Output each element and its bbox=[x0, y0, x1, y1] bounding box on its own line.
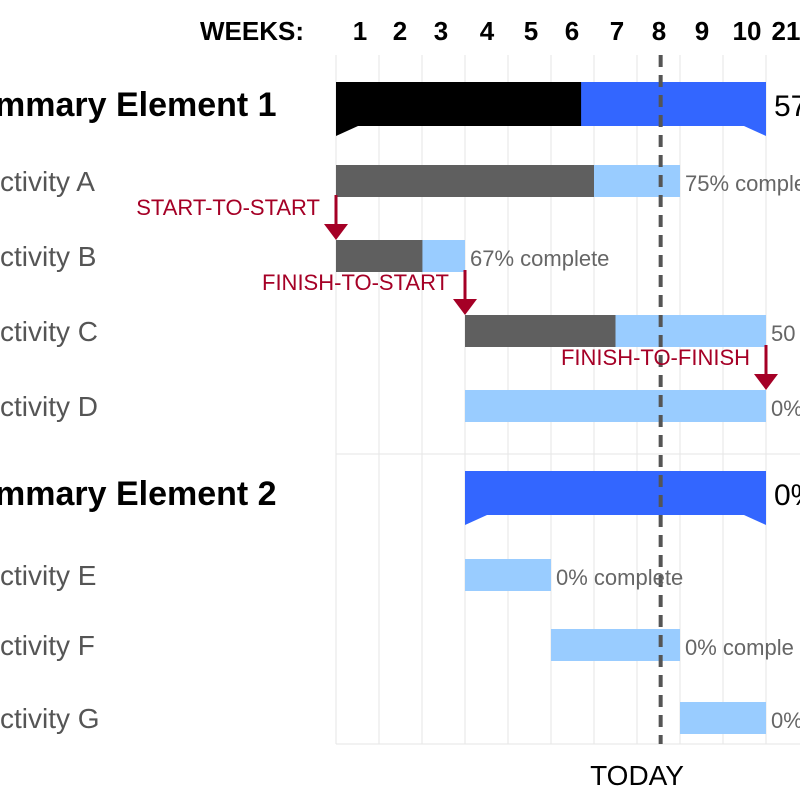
week-tick-label: 6 bbox=[565, 16, 579, 46]
week-tick-label: 1 bbox=[353, 16, 367, 46]
week-tick-label: 5 bbox=[524, 16, 538, 46]
summary-label-0: mmary Element 1 bbox=[0, 86, 277, 124]
summary-bar-complete bbox=[336, 82, 582, 126]
activity-percent-label: 0% bbox=[771, 708, 800, 733]
activity-bar-complete bbox=[336, 165, 594, 197]
activity-bar-remaining bbox=[680, 702, 766, 734]
activity-label-7: ctivity F bbox=[0, 630, 95, 661]
summary-label-5: mmary Element 2 bbox=[0, 475, 277, 513]
summary-percent-label: 0% bbox=[774, 479, 800, 512]
dependency-label: START-TO-START bbox=[136, 195, 320, 220]
today-label: TODAY bbox=[590, 760, 684, 791]
activity-label-8: ctivity G bbox=[0, 703, 100, 734]
week-tick-label: 3 bbox=[434, 16, 448, 46]
activity-bar-remaining bbox=[465, 390, 766, 422]
activity-label-6: ctivity E bbox=[0, 560, 96, 591]
activity-percent-label: 75% comple bbox=[685, 171, 800, 196]
dependency-arrows bbox=[324, 195, 778, 390]
summary-bar-remaining bbox=[465, 471, 766, 515]
summary-bracket-right bbox=[744, 515, 766, 525]
summary-bracket-left bbox=[336, 126, 358, 136]
activity-label-1: ctivity A bbox=[0, 166, 95, 197]
activity-percent-label: 67% complete bbox=[470, 246, 609, 271]
activity-label-4: ctivity D bbox=[0, 391, 98, 422]
week-tick-label: 10 bbox=[733, 16, 762, 46]
dependency-arrow-head bbox=[324, 224, 348, 240]
activity-label-3: ctivity C bbox=[0, 316, 98, 347]
weeks-axis-label: WEEKS: bbox=[200, 16, 304, 46]
week-tick-label: 4 bbox=[480, 16, 495, 46]
activity-bar-complete bbox=[465, 315, 616, 347]
summary-percent-label: 57 bbox=[774, 90, 800, 123]
dependency-arrow-head bbox=[453, 299, 477, 315]
week-tick-label: 8 bbox=[652, 16, 666, 46]
summary-bracket-left bbox=[465, 515, 487, 525]
activity-bar-remaining bbox=[551, 629, 680, 661]
activity-bar-remaining bbox=[465, 559, 551, 591]
week-tick-label: 7 bbox=[610, 16, 624, 46]
activity-percent-label: 0% comple bbox=[685, 635, 794, 660]
activity-label-2: ctivity B bbox=[0, 241, 96, 272]
dependency-arrow-head bbox=[754, 374, 778, 390]
activity-percent-label: 0% bbox=[771, 396, 800, 421]
activity-percent-label: 0% complete bbox=[556, 565, 683, 590]
week-tick-label: 2 bbox=[393, 16, 407, 46]
week-tick-label: 21 bbox=[772, 16, 800, 46]
activity-bar-complete bbox=[336, 240, 423, 272]
dependency-label: FINISH-TO-START bbox=[262, 270, 449, 295]
activity-percent-label: 50 bbox=[771, 321, 795, 346]
summary-bracket-right bbox=[744, 126, 766, 136]
task-bars bbox=[336, 82, 766, 734]
dependency-label: FINISH-TO-FINISH bbox=[561, 345, 750, 370]
week-tick-label: 9 bbox=[695, 16, 709, 46]
